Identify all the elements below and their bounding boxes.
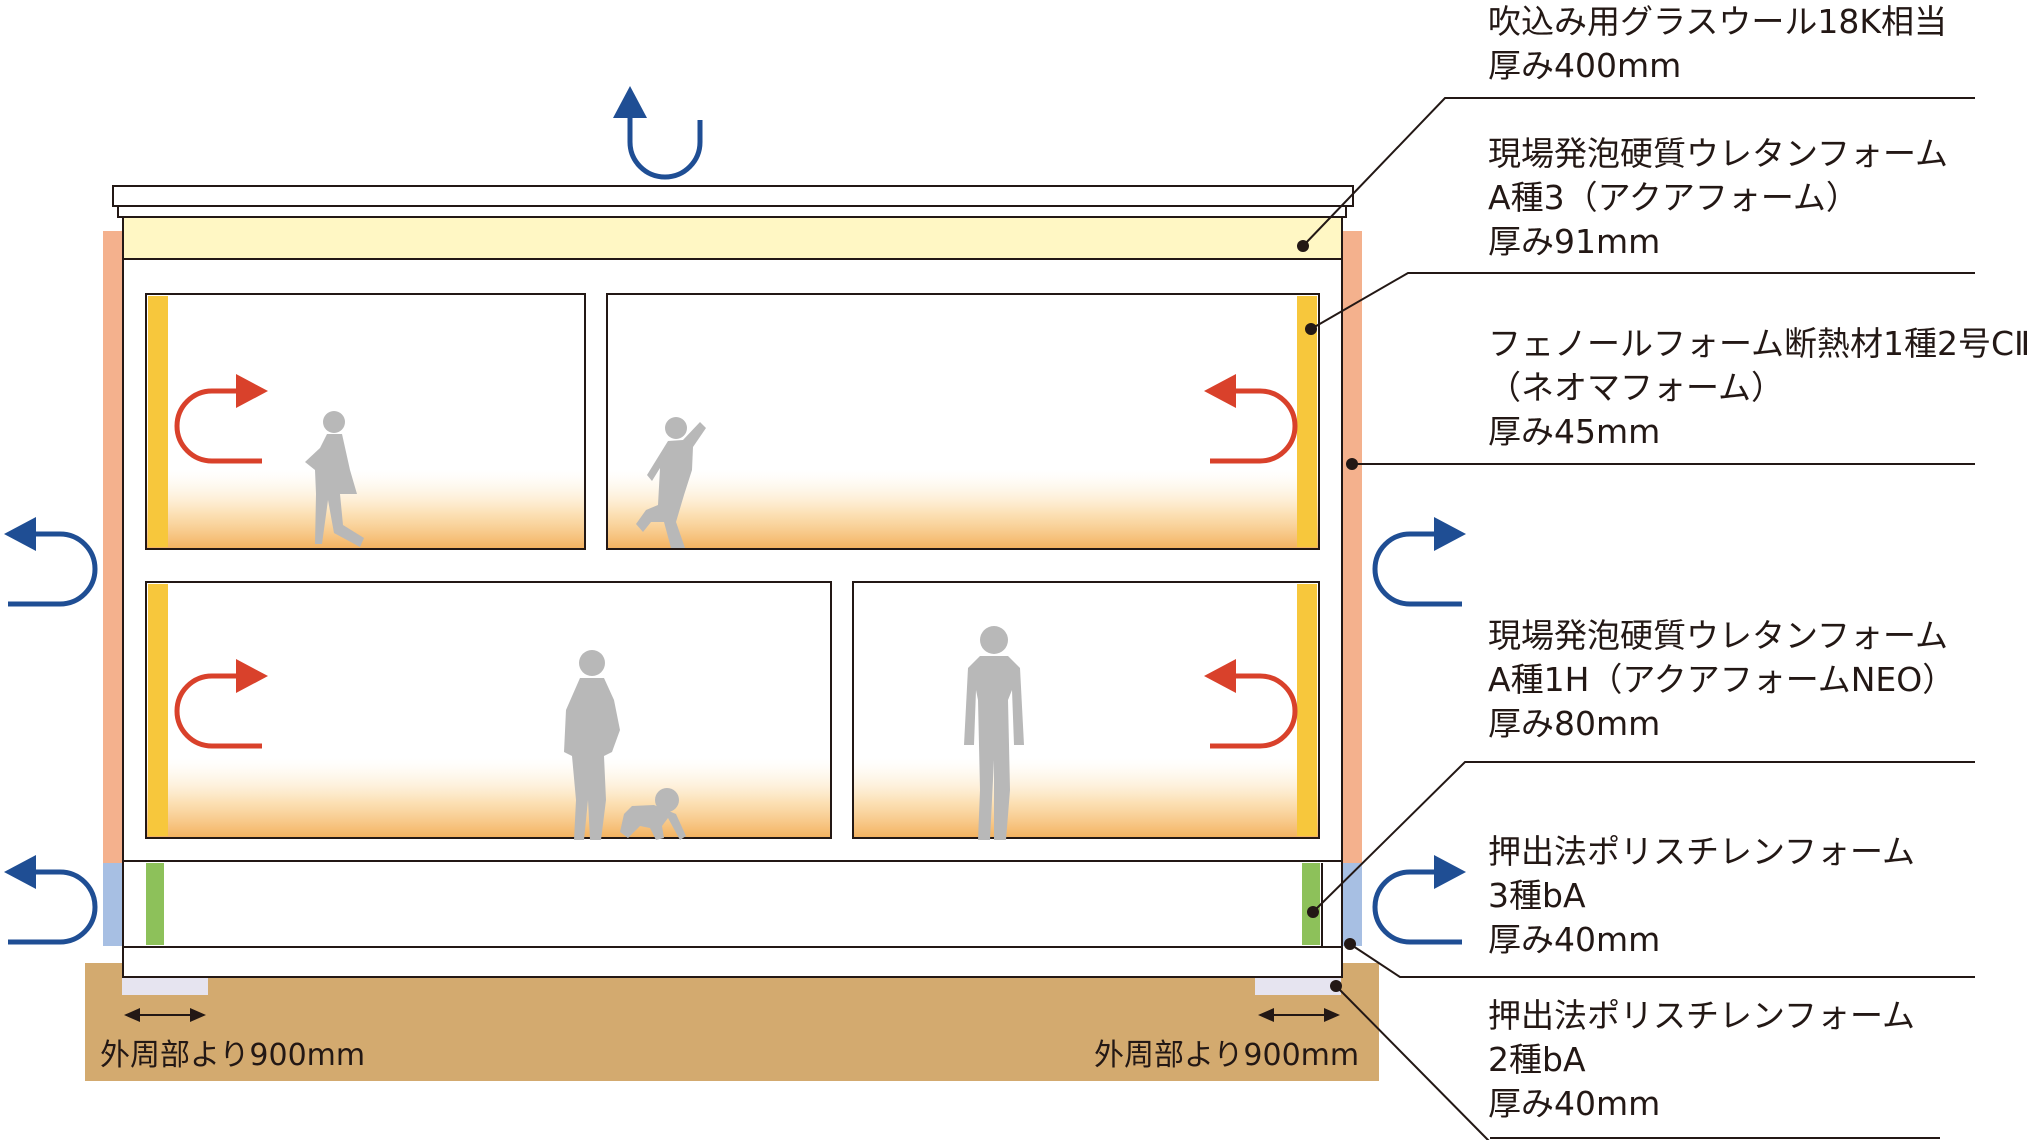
silhouette-man-icon [964, 626, 1024, 840]
room-upper-right [606, 293, 1320, 550]
label-foundation-bottom-insulation: 押出法ポリスチレンフォーム 2種bA 厚み40mm [1488, 996, 1916, 1123]
roof-cap [112, 185, 1354, 207]
ground-label-left: 外周部より900mm [100, 1038, 366, 1073]
foundation-insulation-side-right [1342, 863, 1362, 946]
foundation-insulation-bottom-left [122, 975, 208, 995]
heat-circulation-arrow-upper-left [174, 374, 268, 464]
air-arrow-foundation-left-icon [4, 855, 98, 945]
heat-circulation-arrow-lower-right [1204, 659, 1298, 749]
floor-insulation-right [1302, 863, 1320, 945]
heat-circulation-arrow-upper-right [1204, 374, 1298, 464]
wall-insulation-right [1342, 231, 1362, 863]
air-arrow-roof-icon [613, 86, 703, 180]
heat-circulation-arrow-lower-left [174, 659, 268, 749]
label-ceiling-insulation: 現場発泡硬質ウレタンフォーム A種3（アクアフォーム） 厚み91mm [1488, 134, 1949, 261]
dimension-arrow-left [124, 1008, 206, 1022]
dimension-arrow-right [1258, 1008, 1340, 1022]
foundation-slab [122, 946, 1343, 978]
foundation-insulation-side-left [103, 863, 123, 946]
silhouette-girl-icon [305, 411, 364, 547]
room-upper-left [145, 293, 586, 550]
inner-insulation-upper-left [148, 296, 168, 547]
roof-cap-lower [117, 205, 1347, 218]
inner-insulation-lower-left [148, 584, 168, 836]
floor-insulation-left [146, 863, 164, 945]
inner-insulation-upper-right [1297, 296, 1317, 547]
label-roof-insulation: 吹込み用グラスウール18K相当 厚み400mm [1488, 2, 1947, 85]
silhouette-boy-icon [636, 417, 706, 548]
silhouette-baby-icon [620, 788, 686, 840]
roof-insulation [122, 216, 1343, 260]
leader-lines [1302, 97, 1975, 1140]
label-foundation-side-insulation: 押出法ポリスチレンフォーム 3種bA 厚み40mm [1488, 832, 1916, 959]
leader-dots [1297, 240, 1358, 992]
foundation-insulation-bottom-right [1255, 975, 1341, 995]
silhouette-woman-icon [564, 650, 620, 840]
wall-insulation-left [103, 231, 123, 863]
ground-label-right: 外周部より900mm [1094, 1038, 1360, 1073]
label-wall-insulation: フェノールフォーム断熱材1種2号CⅡ （ネオマフォーム） 厚み45mm [1488, 324, 2030, 451]
inner-insulation-lower-right [1297, 584, 1317, 836]
air-arrow-wall-left-icon [4, 517, 98, 607]
room-lower-right [852, 581, 1320, 839]
air-arrow-wall-right-icon [1372, 517, 1466, 607]
house-section-diagram [4, 86, 1975, 1140]
room-lower-left [145, 581, 832, 839]
ground [85, 963, 1379, 1081]
label-floor-insulation: 現場発泡硬質ウレタンフォーム A種1H（アクアフォームNEO） 厚み80mm [1488, 616, 1956, 743]
air-arrow-foundation-right-icon [1372, 855, 1466, 945]
